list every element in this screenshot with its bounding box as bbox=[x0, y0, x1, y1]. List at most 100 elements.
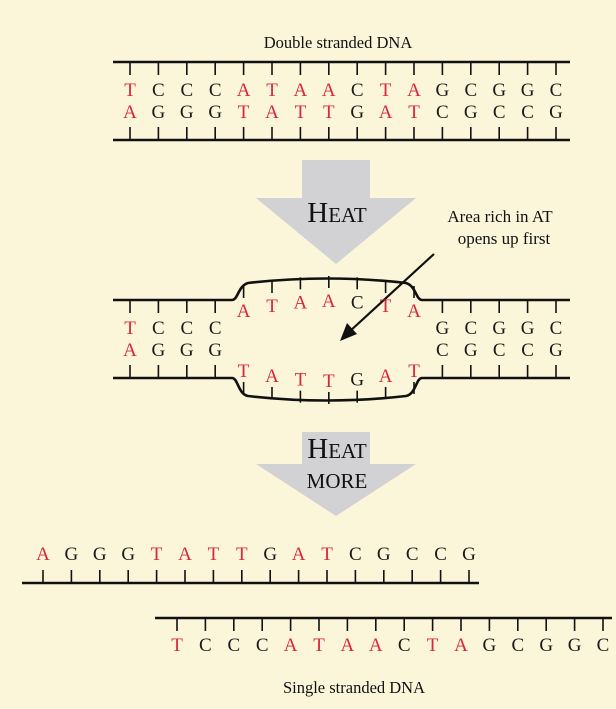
strand-2-base: A bbox=[454, 635, 468, 656]
strand-1-base: C bbox=[406, 544, 419, 565]
bubble-top-base: T bbox=[266, 296, 278, 317]
top-base: G bbox=[521, 80, 535, 101]
bottom-base: A bbox=[265, 102, 279, 123]
annotation-line-1: Area rich in AT bbox=[447, 207, 553, 226]
strand-2-base: C bbox=[597, 635, 610, 656]
strand-1-base: G bbox=[93, 544, 107, 565]
strand-2-base: G bbox=[539, 635, 553, 656]
top-base: G bbox=[492, 80, 506, 101]
strand-1-base: A bbox=[36, 544, 50, 565]
strand-1-base: T bbox=[208, 544, 220, 565]
strand-2-base: A bbox=[341, 635, 355, 656]
bottom-base: G bbox=[152, 102, 166, 123]
top-base: A bbox=[322, 80, 336, 101]
heat-arrow-shape bbox=[256, 160, 416, 264]
heat-more-arrow: HEAT MORE bbox=[256, 432, 416, 516]
strand-2-base: C bbox=[511, 635, 524, 656]
bubble-bottom-base: C bbox=[493, 340, 506, 361]
top-base: C bbox=[152, 80, 165, 101]
top-base: A bbox=[407, 80, 421, 101]
strand-1-base: A bbox=[292, 544, 306, 565]
strand-2-base: C bbox=[199, 635, 212, 656]
bubble-bottom-base: G bbox=[350, 370, 364, 391]
bubble-bottom-base: T bbox=[323, 371, 335, 392]
annotation-arrowhead bbox=[340, 323, 357, 341]
bubble-top-base: C bbox=[152, 318, 165, 339]
bubble-top-base: T bbox=[124, 318, 136, 339]
strand-2-base: T bbox=[427, 635, 439, 656]
strand-1-base: T bbox=[321, 544, 333, 565]
strand-2-base: C bbox=[256, 635, 269, 656]
top-base: T bbox=[124, 80, 136, 101]
heat-label: HEAT bbox=[307, 197, 367, 229]
bubble-bottom-base: T bbox=[295, 370, 307, 391]
bubble-bottom-base: C bbox=[521, 340, 534, 361]
heat-more-arrow-shape bbox=[256, 432, 416, 516]
double-stranded-label: Double stranded DNA bbox=[264, 33, 413, 52]
strand-2-base: A bbox=[284, 635, 298, 656]
strand-1-base: G bbox=[263, 544, 277, 565]
heat-more-rest: EAT bbox=[328, 439, 367, 463]
bubble-top-base: G bbox=[436, 318, 450, 339]
heat-arrow: HEAT bbox=[256, 160, 416, 264]
bottom-base: C bbox=[493, 102, 506, 123]
bubble-top-base: C bbox=[209, 318, 222, 339]
bottom-base: A bbox=[123, 102, 137, 123]
annotation-line-2: opens up first bbox=[458, 229, 551, 248]
bottom-base: T bbox=[408, 102, 420, 123]
top-base: C bbox=[351, 80, 364, 101]
strand-2-base: G bbox=[568, 635, 582, 656]
strand-2-base: A bbox=[369, 635, 383, 656]
top-base: C bbox=[209, 80, 222, 101]
bubble-top-base: C bbox=[351, 292, 364, 313]
bubble-top-base: A bbox=[237, 301, 251, 322]
strand-2-base: T bbox=[313, 635, 325, 656]
top-base: C bbox=[180, 80, 193, 101]
bottom-base: G bbox=[464, 102, 478, 123]
top-base: T bbox=[380, 80, 392, 101]
strand-2-base: C bbox=[227, 635, 240, 656]
bubble-top-base: C bbox=[464, 318, 477, 339]
top-base: C bbox=[464, 80, 477, 101]
bubble-top-base: A bbox=[294, 292, 308, 313]
strand-1-base: G bbox=[377, 544, 391, 565]
bubble-bottom-base: A bbox=[123, 340, 137, 361]
bubble-bottom-base: G bbox=[180, 340, 194, 361]
single-stranded-label: Single stranded DNA bbox=[283, 678, 425, 697]
strand-1-base: G bbox=[65, 544, 79, 565]
annotation-arrow bbox=[340, 253, 435, 341]
bubble-top-base: G bbox=[521, 318, 535, 339]
bubble-bottom-base: G bbox=[464, 340, 478, 361]
strand-1-base: G bbox=[462, 544, 476, 565]
bubble-top-base: G bbox=[492, 318, 506, 339]
bottom-base: C bbox=[521, 102, 534, 123]
heat-more-line-1: HEAT bbox=[307, 433, 367, 465]
bottom-base: A bbox=[379, 102, 393, 123]
bubble-top-backbone bbox=[113, 277, 570, 302]
strand-1-base: C bbox=[434, 544, 447, 565]
top-base: A bbox=[294, 80, 308, 101]
heat-label-rest: EAT bbox=[328, 203, 367, 227]
bubble-bottom-base: T bbox=[408, 361, 420, 382]
bubble-bottom-base: A bbox=[265, 366, 279, 387]
strand-1-base: C bbox=[349, 544, 362, 565]
strand-2-base: G bbox=[483, 635, 497, 656]
bottom-base: T bbox=[238, 102, 250, 123]
strand-2-base: T bbox=[171, 635, 183, 656]
bubble-top-base: C bbox=[550, 318, 563, 339]
strand-2-base: C bbox=[398, 635, 411, 656]
top-base: T bbox=[266, 80, 278, 101]
bottom-base: G bbox=[208, 102, 222, 123]
bubble-bottom-base: G bbox=[549, 340, 563, 361]
heat-more-initial: H bbox=[307, 433, 328, 465]
bottom-base: T bbox=[323, 102, 335, 123]
bottom-base: G bbox=[350, 102, 364, 123]
bubble-top-base: C bbox=[180, 318, 193, 339]
bottom-base: T bbox=[295, 102, 307, 123]
heat-more-line-2: MORE bbox=[307, 469, 368, 493]
